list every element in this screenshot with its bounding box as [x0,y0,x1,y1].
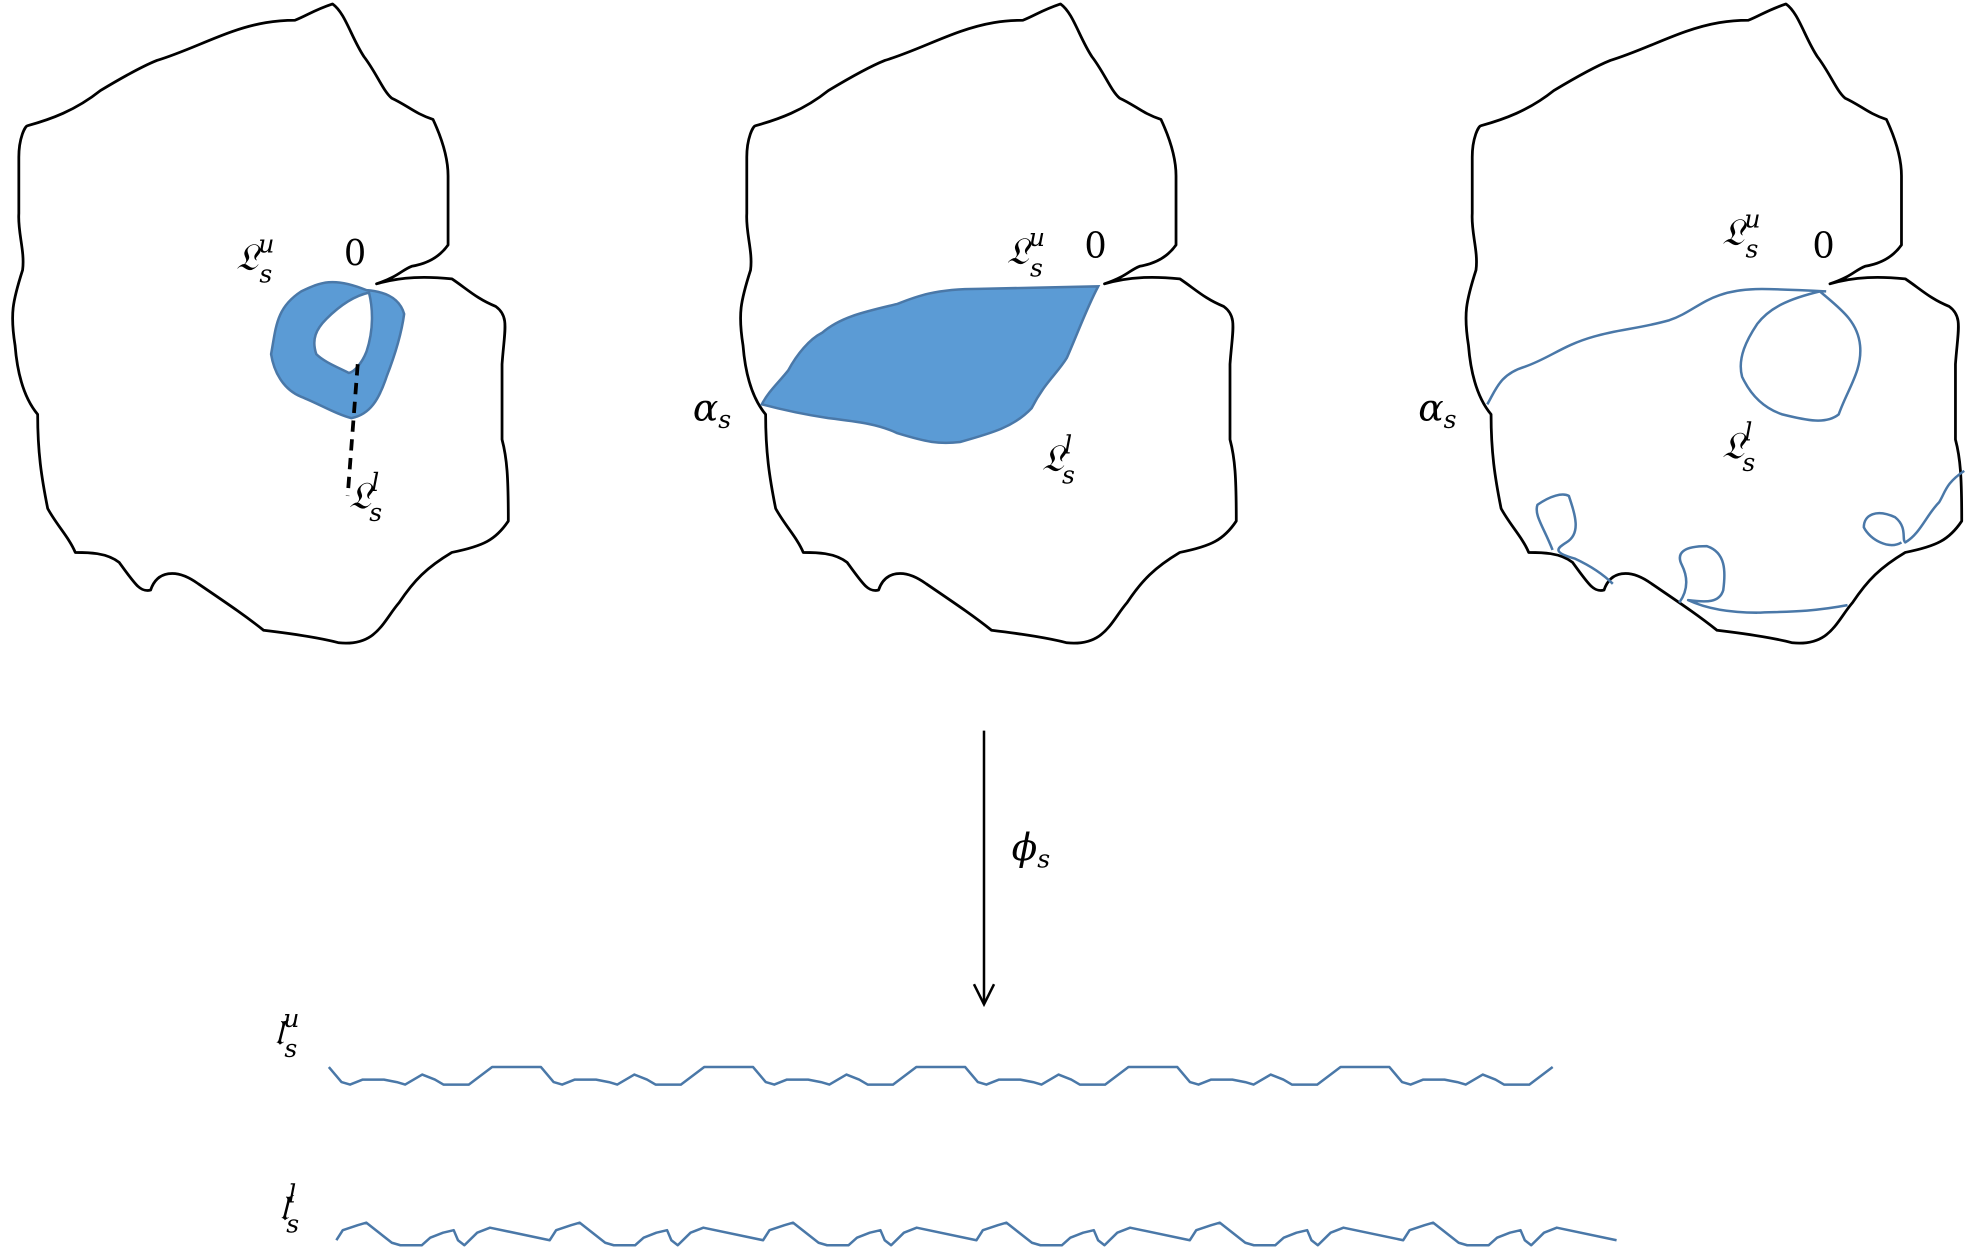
map-arrow: ϕs [972,730,1051,1008]
shaded-region [760,285,1101,445]
origin-label: 0 [1812,225,1834,266]
lower-wavy-line [335,1221,1617,1247]
dashed-path [345,364,360,497]
alpha-label: αs [1418,386,1456,435]
curve-lower-right [1862,469,1965,547]
curve-loop [1739,290,1862,422]
domain-outline [1464,2,1964,645]
domain-outline [11,2,510,645]
curve-lower-left [1535,493,1614,585]
map-label: ϕs [1012,825,1051,874]
origin-label: 0 [1084,225,1106,266]
origin-label: 0 [344,233,366,274]
upper-wavy-line [327,1065,1554,1086]
shaded-region [269,280,406,420]
curve-lower-middle [1678,544,1848,614]
alpha-label: αs [693,386,731,435]
curve-upper [1486,287,1827,405]
arrow-head-icon [972,983,996,1008]
